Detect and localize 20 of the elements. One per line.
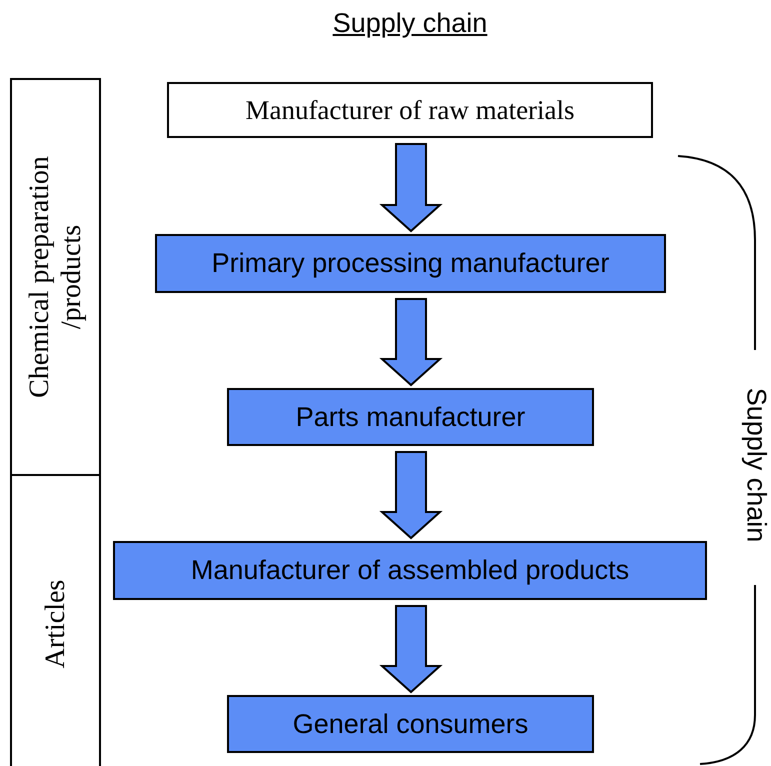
side-label: Articles (39, 578, 72, 670)
bracket-label: Supply chain (740, 388, 771, 542)
category-box (10, 78, 101, 476)
box-label: Manufacturer of assembled products (190, 555, 630, 586)
box-label: General consumers (292, 708, 528, 740)
box-label: Parts manufacturer (296, 402, 526, 432)
process-box (155, 234, 666, 293)
block-arrow (379, 605, 443, 694)
process-box (227, 388, 594, 446)
category-box (10, 474, 101, 766)
box-label: Manufacturer of raw materials (245, 94, 575, 126)
process-box (113, 541, 707, 600)
title: Supply chain (332, 8, 488, 39)
block-arrow (379, 451, 443, 540)
side-label: Chemical preparation /products (23, 155, 88, 400)
process-box (227, 695, 594, 753)
block-arrow (379, 143, 443, 232)
process-box (167, 82, 653, 138)
block-arrow (379, 298, 443, 386)
box-label: Primary processing manufacturer (212, 248, 610, 279)
